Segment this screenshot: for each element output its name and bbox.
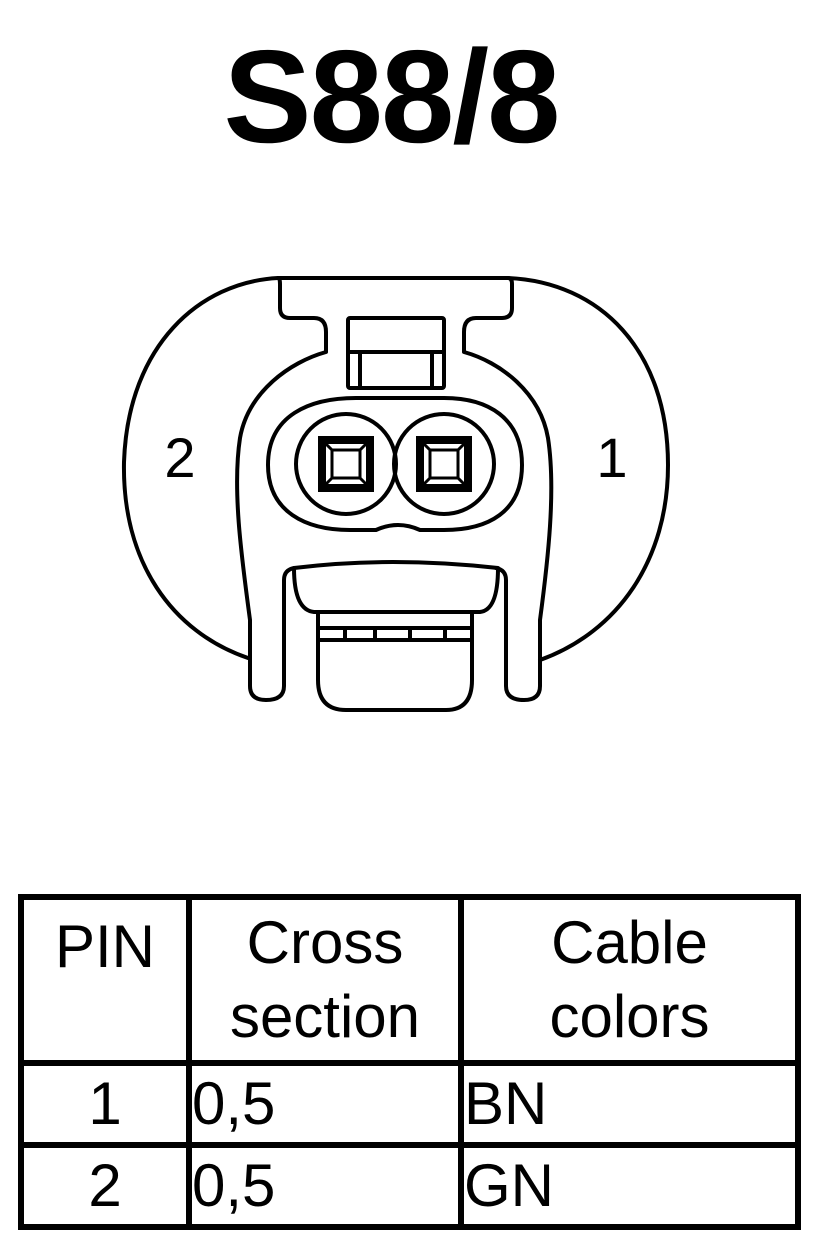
pin-shroud-2 (294, 412, 398, 516)
row-1-cable-color: BN (458, 1060, 801, 1148)
pin-contact-1 (416, 436, 472, 492)
pin-label-1: 1 (596, 426, 627, 489)
header-cross-section-line-1: Cross (246, 909, 404, 976)
table-header-row: PIN Cross section Cable colors (18, 894, 801, 1066)
header-cable-colors-line-2: colors (549, 983, 710, 1050)
header-pin: PIN (18, 894, 192, 1066)
header-cross-section-line-2: section (229, 983, 421, 1050)
header-cable-colors-line-1: Cable (551, 909, 708, 976)
connector-face-diagram: 2 1 (121, 276, 670, 712)
pin-contact-2 (318, 436, 374, 492)
table-row: 1 0,5 BN (18, 1060, 801, 1148)
header-cross-section: Cross section (186, 894, 464, 1066)
row-1-pin: 1 (18, 1060, 192, 1148)
pin-assignment-table: PIN Cross section Cable colors 1 0,5 BN … (18, 894, 801, 1230)
inner-body (266, 396, 524, 532)
table-row: 2 0,5 GN (18, 1142, 801, 1230)
header-cable-colors: Cable colors (458, 894, 801, 1066)
pin-shroud-1 (392, 412, 496, 516)
latch-bar (292, 560, 500, 614)
housing-outline (121, 276, 670, 662)
connector-title: S88/8 (223, 23, 561, 170)
row-2-cross-section: 0,5 (186, 1142, 464, 1230)
latch-tab (235, 276, 554, 702)
row-1-cross-section: 0,5 (186, 1060, 464, 1148)
row-2-cable-color: GN (458, 1142, 801, 1230)
pin-label-2: 2 (164, 426, 195, 489)
row-2-pin: 2 (18, 1142, 192, 1230)
latch-comb (316, 610, 474, 712)
